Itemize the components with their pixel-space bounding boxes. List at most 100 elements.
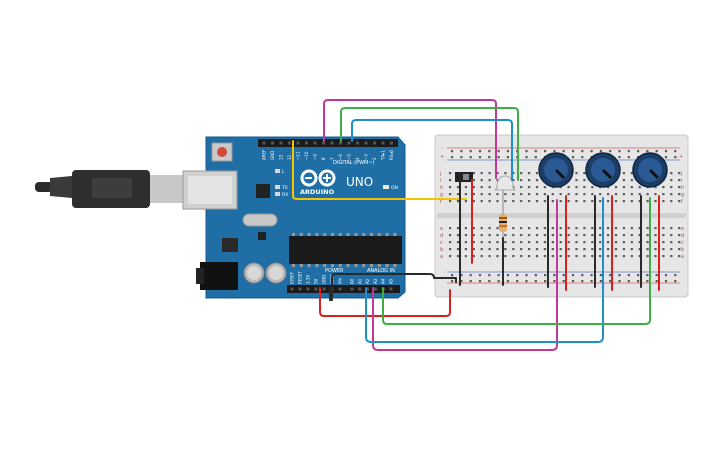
row-letter: e	[681, 226, 684, 232]
header-pin[interactable]	[271, 141, 274, 145]
led-tx-label: TX	[281, 185, 288, 191]
header-pin[interactable]	[347, 141, 351, 145]
rgb-led[interactable]	[493, 175, 517, 191]
led-rx-label: RX	[282, 192, 288, 198]
arduino-logo	[300, 169, 336, 187]
pin-label: TX▸1	[381, 150, 386, 161]
row-letter: c	[440, 240, 443, 246]
pin-label: 8	[321, 157, 326, 160]
pin-label: 7	[330, 157, 335, 160]
header-pin[interactable]	[373, 287, 377, 291]
header-pin[interactable]	[366, 287, 370, 291]
resistor[interactable]	[499, 206, 507, 238]
digital-header	[258, 139, 398, 147]
row-letter: i	[440, 178, 441, 184]
header-pin[interactable]	[373, 141, 376, 145]
pin-label: RX◂0	[389, 149, 394, 160]
row-letter: h	[681, 185, 684, 191]
wire[interactable]	[329, 273, 457, 301]
row-letter: a	[681, 254, 684, 260]
potentiometer[interactable]	[632, 152, 668, 188]
potentiometer[interactable]	[585, 152, 621, 188]
header-pin[interactable]	[356, 141, 359, 145]
pin-label: ~10	[304, 151, 309, 160]
wire[interactable]	[351, 119, 513, 181]
pin-label: RESET	[298, 271, 303, 284]
pin-label: 4	[355, 157, 360, 160]
reset-button-cap[interactable]	[217, 147, 227, 157]
row-letter: b	[681, 247, 684, 253]
header-pin[interactable]	[350, 287, 354, 291]
rail-plus-label-right: +	[679, 154, 683, 160]
crystal	[242, 213, 278, 227]
header-pin[interactable]	[290, 287, 294, 291]
wire[interactable]	[323, 99, 497, 179]
analog-header-label: ANALOG IN	[367, 268, 395, 274]
header-pin[interactable]	[296, 141, 300, 145]
pin-label: 13	[279, 154, 284, 160]
row-letter: g	[681, 192, 684, 198]
pin-label: AREF	[262, 149, 267, 160]
header-pin[interactable]	[322, 141, 325, 145]
row-letter: e	[440, 226, 443, 232]
header-pin[interactable]	[306, 287, 310, 291]
header-pin[interactable]	[338, 287, 342, 291]
digital-header-label: DIGITAL (PWM~)	[333, 160, 375, 166]
wire[interactable]	[319, 287, 451, 317]
on-label: ON	[391, 185, 398, 191]
header-pin[interactable]	[313, 141, 317, 145]
pin-label: 2	[372, 157, 377, 160]
pin-label: GND	[322, 275, 327, 284]
pin-label: A1	[357, 278, 362, 284]
row-letter: i	[681, 178, 682, 184]
header-pin[interactable]	[390, 141, 393, 145]
header-pin[interactable]	[288, 141, 291, 145]
row-letter: a	[440, 254, 443, 260]
header-pin[interactable]	[389, 287, 393, 291]
atmega-chip	[289, 236, 402, 264]
header-pin[interactable]	[298, 287, 302, 291]
power-header-label: POWER	[325, 268, 344, 274]
pin-label: Vin	[338, 277, 343, 284]
potentiometer[interactable]	[538, 152, 574, 188]
row-letter: g	[440, 192, 443, 198]
header-pin[interactable]	[381, 141, 385, 145]
row-letter: b	[440, 247, 443, 253]
wire[interactable]	[292, 140, 467, 200]
pin-label: ~3	[364, 154, 369, 160]
pin-label: ~11	[296, 151, 301, 160]
header-pin[interactable]	[279, 141, 283, 145]
header-pin[interactable]	[364, 141, 368, 145]
wire[interactable]	[365, 197, 604, 343]
brand-label: ARDUINO	[300, 188, 335, 196]
header-pin[interactable]	[358, 287, 362, 291]
pin-label: ~9	[313, 154, 318, 160]
power-analog-header	[287, 285, 400, 293]
header-pin[interactable]	[322, 287, 326, 291]
header-pin[interactable]	[339, 141, 342, 145]
pin-label: A5	[389, 278, 394, 284]
wire[interactable]	[340, 107, 519, 181]
rail-plus-label: +	[440, 154, 444, 160]
rail-minus-label: -	[441, 146, 443, 152]
pin-label: 12	[287, 154, 292, 160]
wire[interactable]	[382, 197, 651, 325]
row-letter: c	[681, 240, 684, 246]
header-pin[interactable]	[314, 287, 318, 291]
pin-label: A3	[373, 278, 378, 284]
pin-label: GND	[270, 151, 275, 160]
power-jack	[200, 262, 238, 290]
header-pin[interactable]	[262, 141, 266, 145]
header-pin[interactable]	[330, 141, 334, 145]
header-pin[interactable]	[305, 141, 308, 145]
row-letter: j	[439, 171, 441, 177]
led-l-label: L	[282, 169, 285, 175]
pin-label: A0	[350, 278, 355, 284]
row-letter: f	[440, 199, 442, 205]
arduino-uno-board[interactable]: ARDUINO UNO ON DIGITAL (PWM~) POWER ANAL…	[182, 136, 406, 299]
row-letter: h	[440, 185, 443, 191]
slide-switch[interactable]	[455, 172, 473, 182]
wire[interactable]	[372, 199, 558, 351]
pin-label: A4	[381, 278, 386, 284]
